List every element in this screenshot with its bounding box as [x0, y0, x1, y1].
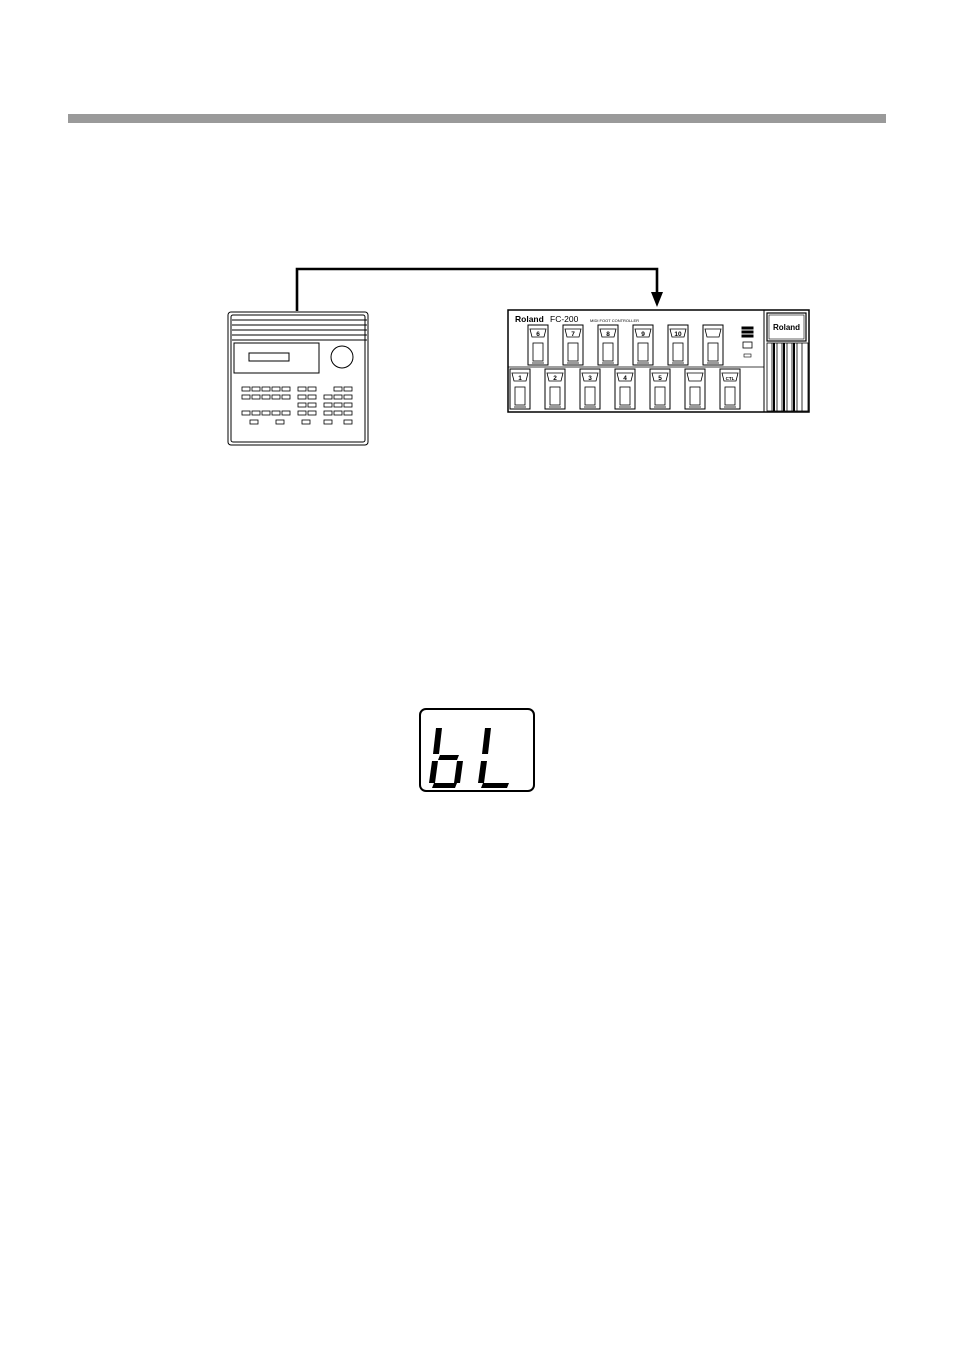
fc-expression-pedal — [766, 342, 809, 412]
sequencer-button — [261, 394, 271, 400]
sequencer-button — [307, 410, 317, 416]
fc-led-indicator — [741, 326, 754, 358]
sequencer-button — [343, 394, 353, 400]
fc-bottom-pedal: 2 — [544, 368, 566, 410]
sequencer-button — [241, 394, 251, 400]
sequencer-button — [275, 419, 285, 425]
digit-l — [478, 728, 509, 788]
sequencer-button — [241, 386, 251, 392]
sequencer-button — [333, 394, 343, 400]
sequencer-button — [297, 386, 307, 392]
sequencer-button — [323, 394, 333, 400]
sequencer-button — [261, 410, 271, 416]
fc-subtitle-label: MIDI FOOT CONTROLLER — [590, 318, 639, 323]
sequencer-button — [297, 394, 307, 400]
sequencer-button — [281, 410, 291, 416]
sequencer-button — [301, 419, 311, 425]
fc-model-label: FC-200 — [550, 314, 579, 324]
fc-bottom-row: 1 2 3 4 5 CTL — [509, 368, 741, 410]
sequencer-button — [307, 386, 317, 392]
led-display-digits: bL — [429, 728, 509, 788]
sequencer-button — [323, 410, 333, 416]
foot-controller: Roland FC-200 MIDI FOOT CONTROLLER 6 7 8 9 1… — [507, 309, 810, 413]
sequencer-button — [271, 410, 281, 416]
cable-arrowhead — [651, 292, 663, 307]
fc-bottom-pedal: 1 — [509, 368, 531, 410]
fc-top-pedal-label: 6 — [536, 331, 540, 338]
sequencer-button — [343, 410, 353, 416]
digit-b — [429, 728, 463, 788]
sequencer-button — [343, 402, 353, 408]
midi-cable — [295, 267, 659, 311]
fc-bottom-pedal: 5 — [649, 368, 671, 410]
sequencer-button — [249, 419, 259, 425]
sequencer-button — [323, 402, 333, 408]
fc-top-pedal: 7 — [562, 324, 584, 366]
sequencer-screen-bezel — [233, 342, 320, 374]
sequencer-button — [333, 410, 343, 416]
fc-top-pedal-label: 9 — [641, 331, 645, 338]
fc-top-pedal-label: 8 — [606, 331, 610, 338]
sequencer-button — [343, 419, 353, 425]
sequencer-button — [307, 402, 317, 408]
sequencer-button — [241, 410, 251, 416]
sequencer-button — [251, 386, 261, 392]
fc-top-pedal: 9 — [632, 324, 654, 366]
fc-top-pedal: 6 — [527, 324, 549, 366]
sequencer-button — [297, 402, 307, 408]
fc-top-pedal-label: 10 — [674, 331, 682, 338]
fc-bottom-pedal — [684, 368, 706, 410]
fc-panel-badge — [766, 312, 807, 342]
sequencer-button — [271, 394, 281, 400]
fc-top-pedal: 10 — [667, 324, 689, 366]
sequencer-button — [271, 386, 281, 392]
sequencer-button — [297, 410, 307, 416]
sequencer-button — [307, 394, 317, 400]
fc-top-pedal-label: 7 — [571, 331, 575, 338]
fc-bottom-pedal-label: CTL — [726, 376, 735, 381]
fc-panel-brand: Roland — [773, 323, 800, 332]
fc-top-pedal: 8 — [597, 324, 619, 366]
fc-bottom-pedal-label: 4 — [623, 375, 627, 382]
fc-brand-label: Roland — [515, 314, 544, 324]
sequencer-button — [251, 410, 261, 416]
fc-bottom-pedal: CTL — [719, 368, 741, 410]
sequencer-screen — [248, 352, 290, 362]
header-rule — [68, 114, 886, 123]
fc-bottom-pedal: 3 — [579, 368, 601, 410]
sequencer-dial — [330, 345, 354, 369]
sequencer-buttons — [241, 386, 353, 425]
led-display: bL — [419, 708, 535, 792]
sequencer-button — [281, 386, 291, 392]
fc-bottom-pedal-label: 1 — [518, 375, 522, 382]
sequencer-button — [343, 386, 353, 392]
fc-bottom-pedal-label: 5 — [658, 375, 662, 382]
sequencer-unit — [227, 311, 369, 446]
fc-bottom-pedal-label: 2 — [553, 375, 557, 382]
sequencer-button — [251, 394, 261, 400]
sequencer-top-vents — [232, 319, 367, 341]
fc-bottom-pedal-label: 3 — [588, 375, 592, 382]
fc-top-pedal — [702, 324, 724, 366]
fc-bottom-pedal: 4 — [614, 368, 636, 410]
sequencer-button — [333, 402, 343, 408]
fc-top-row: 6 7 8 9 10 — [527, 324, 724, 366]
sequencer-button — [261, 386, 271, 392]
sequencer-button — [323, 419, 333, 425]
sequencer-button — [333, 386, 343, 392]
sequencer-button — [281, 394, 291, 400]
